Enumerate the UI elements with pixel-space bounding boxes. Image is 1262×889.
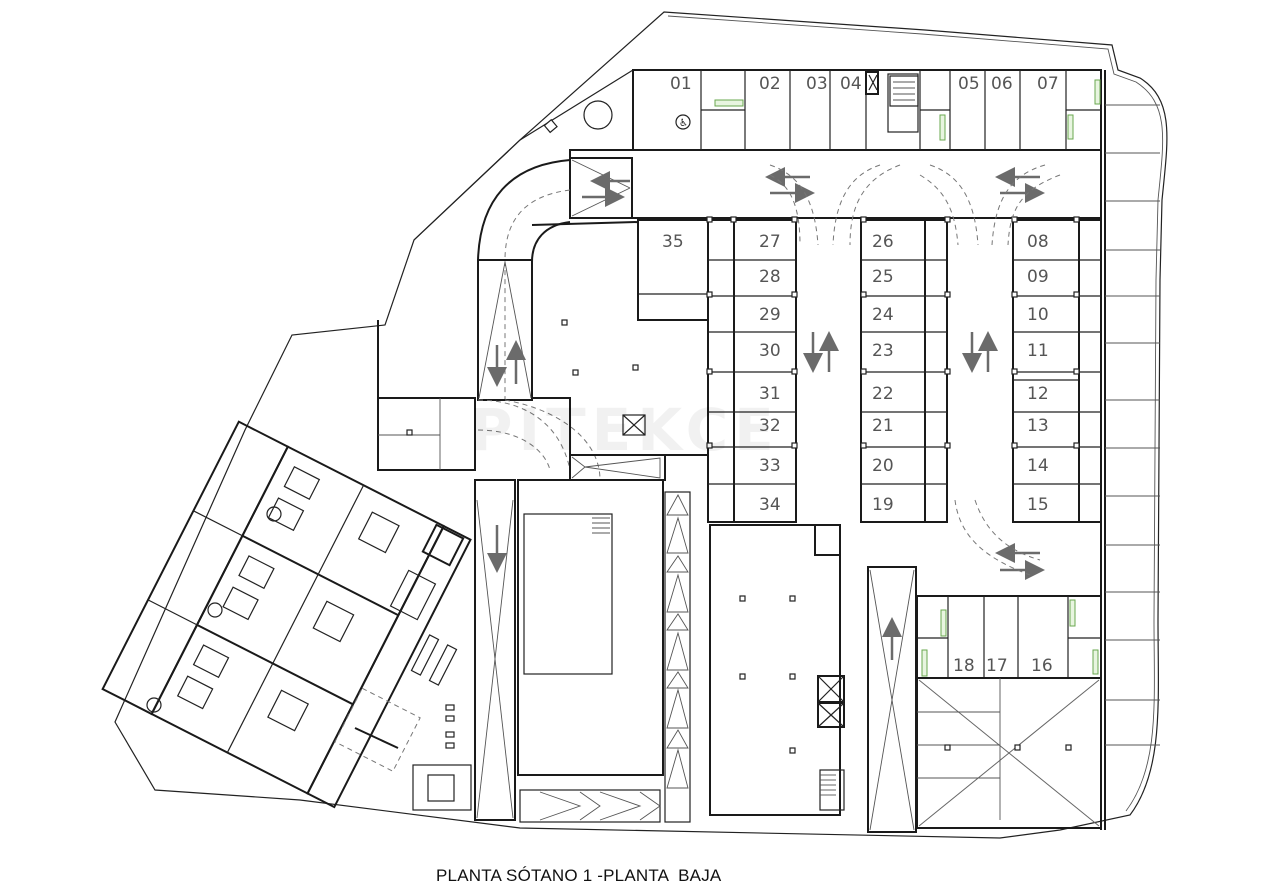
left-column-dividers xyxy=(708,259,796,485)
entrance-ramp xyxy=(474,157,633,821)
svg-text:♿: ♿ xyxy=(679,118,688,129)
lounge-chairs-icon xyxy=(445,704,455,749)
spot-33: 33 xyxy=(759,456,781,476)
spot-34: 34 xyxy=(759,495,781,515)
pool-steps-icon xyxy=(592,517,610,534)
spot-35: 35 xyxy=(662,232,684,252)
spot-09: 09 xyxy=(1027,267,1049,287)
right-terraces xyxy=(1105,104,1160,746)
stairs-icon xyxy=(820,774,836,796)
spot-24: 24 xyxy=(872,305,894,325)
spot-17: 17 xyxy=(986,656,1008,676)
spot-01: 01 xyxy=(670,74,692,94)
fountain-circle xyxy=(583,100,613,130)
spot-25: 25 xyxy=(872,267,894,287)
garage-open-area xyxy=(531,220,709,481)
triangle-ramp-pattern xyxy=(666,494,689,789)
parking-garage xyxy=(569,69,1160,830)
spot-02: 02 xyxy=(759,74,781,94)
spot-05: 05 xyxy=(958,74,980,94)
right-column-dividers xyxy=(1013,259,1101,485)
spot-04: 04 xyxy=(840,74,862,94)
parking-spot-labels: 01 02 03 04 05 06 07 35 27 28 29 30 31 3… xyxy=(662,74,1059,676)
spot-26: 26 xyxy=(872,232,894,252)
spot-32: 32 xyxy=(759,416,781,436)
spot-03: 03 xyxy=(806,74,828,94)
spot-19: 19 xyxy=(872,495,894,515)
plan-title: PLANTA SÓTANO 1 -PLANTA BAJA xyxy=(436,866,722,885)
spot-21: 21 xyxy=(872,416,894,436)
table-with-chairs-icon xyxy=(146,697,162,713)
spot-28: 28 xyxy=(759,267,781,287)
spot-30: 30 xyxy=(759,341,781,361)
site-boundary xyxy=(114,11,1168,839)
spot-31: 31 xyxy=(759,384,781,404)
wheelchair-icon: ♿ xyxy=(675,114,691,130)
spot-13: 13 xyxy=(1027,416,1049,436)
spot-15: 15 xyxy=(1027,495,1049,515)
spot-14: 14 xyxy=(1027,456,1049,476)
spot-07: 07 xyxy=(1037,74,1059,94)
structural-columns xyxy=(406,216,1080,754)
spot-10: 10 xyxy=(1027,305,1049,325)
spot-20: 20 xyxy=(872,456,894,476)
stair-core-top xyxy=(868,74,919,107)
spot-06: 06 xyxy=(991,74,1013,94)
spot-08: 08 xyxy=(1027,232,1049,252)
turning-radius-arcs xyxy=(769,164,1061,576)
spot-23: 23 xyxy=(872,341,894,361)
spot-12: 12 xyxy=(1027,384,1049,404)
spot-16: 16 xyxy=(1031,656,1053,676)
terrace-area xyxy=(377,69,634,471)
spot-27: 27 xyxy=(759,232,781,252)
watermark: PITEKCE xyxy=(470,396,780,464)
table-with-chairs-icon xyxy=(266,506,282,522)
patio-tables xyxy=(146,506,282,713)
spot-29: 29 xyxy=(759,305,781,325)
central-block xyxy=(517,479,917,833)
residential-wing xyxy=(101,420,472,809)
spot-18: 18 xyxy=(953,656,975,676)
table-with-chairs-icon xyxy=(207,602,223,618)
elevator-and-stairs-left xyxy=(334,523,472,811)
spot-11: 11 xyxy=(1027,341,1049,361)
spot-22: 22 xyxy=(872,384,894,404)
middle-column-dividers xyxy=(861,259,947,485)
